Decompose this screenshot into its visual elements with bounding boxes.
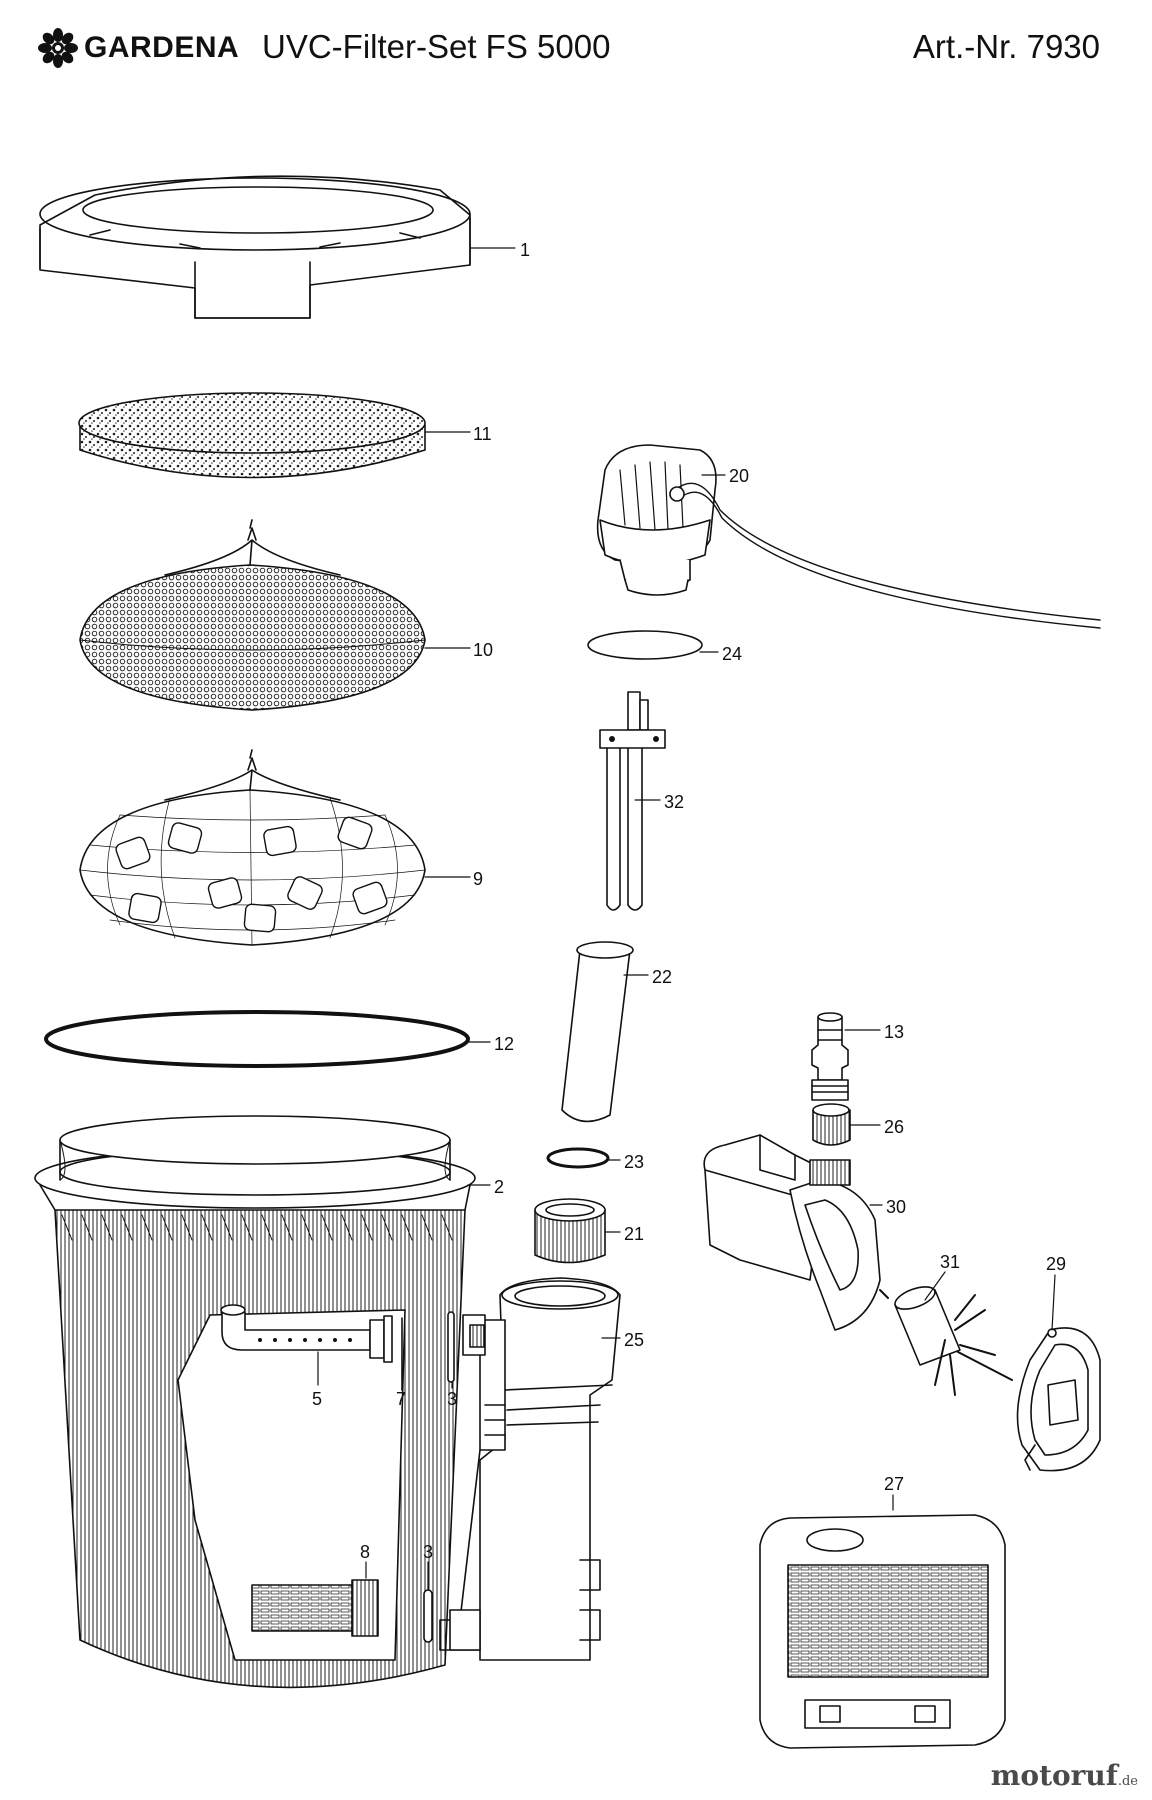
callout-8: 8 [360, 1542, 370, 1562]
part-21-union-nut [534, 1198, 606, 1264]
gardena-flower-icon [38, 28, 78, 68]
part-23-small-o-ring [546, 1147, 610, 1169]
part-5-inlet-pipe [220, 1304, 393, 1363]
product-title: UVC-Filter-Set FS 5000 [262, 28, 611, 65]
callout-5: 5 [312, 1389, 322, 1409]
part-3-seal-lower [423, 1589, 433, 1643]
callout-labels: 1 11 10 9 12 2 5 7 3 8 3 20 24 32 22 23 … [312, 240, 1066, 1562]
callout-1: 1 [520, 240, 530, 260]
callout-3-lower: 3 [423, 1542, 433, 1562]
part-1-lid-ring [39, 175, 471, 319]
page-header: GARDENA UVC-Filter-Set FS 5000 Art.-Nr. … [0, 0, 1152, 100]
callout-32: 32 [664, 792, 684, 812]
brand-name: GARDENA [84, 31, 240, 64]
callout-13: 13 [884, 1022, 904, 1042]
callout-22: 22 [652, 967, 672, 987]
callout-27: 27 [884, 1474, 904, 1494]
part-10-filter-net [79, 519, 426, 711]
callout-11: 11 [473, 424, 492, 444]
part-24-o-ring [587, 630, 703, 660]
callout-21: 21 [624, 1224, 644, 1244]
part-8-strainer [251, 1579, 379, 1637]
part-25-uv-housing [439, 1277, 621, 1661]
callout-9: 9 [473, 869, 483, 889]
callout-10: 10 [473, 640, 493, 660]
part-31-impeller [879, 1286, 1013, 1396]
watermark-suffix: .de [1117, 1774, 1138, 1789]
callout-20: 20 [729, 466, 749, 486]
part-12-large-gasket [44, 1010, 470, 1068]
callout-3-upper: 3 [447, 1389, 457, 1409]
part-27-pre-filter-box [759, 1514, 1006, 1749]
part-32-uv-lamp [599, 691, 666, 911]
article-number: Art.-Nr. 7930 [912, 28, 1100, 65]
watermark: motoruf.de [991, 1759, 1138, 1792]
callout-2: 2 [494, 1177, 504, 1197]
part-9-bio-media-net [79, 749, 426, 946]
callout-leaders [317, 247, 1056, 1591]
callout-24: 24 [722, 644, 742, 664]
part-29-pump-cover [1016, 1327, 1101, 1472]
callout-31: 31 [940, 1252, 960, 1272]
part-20-uv-lamp-head [596, 444, 1101, 629]
callout-12: 12 [494, 1034, 514, 1054]
gardena-logo: GARDENA [38, 28, 239, 68]
callout-30: 30 [886, 1197, 906, 1217]
callout-7: 7 [396, 1389, 406, 1409]
callout-25: 25 [624, 1330, 644, 1350]
callout-29: 29 [1046, 1254, 1066, 1274]
part-30-pump-housing [703, 1134, 881, 1331]
callout-26: 26 [884, 1117, 904, 1137]
part-13-hose-connector [811, 1012, 849, 1101]
part-26-adapter [812, 1103, 851, 1146]
watermark-text: motoruf [990, 1759, 1118, 1792]
part-3-seal-upper [447, 1311, 455, 1383]
part-11-foam-pad [78, 392, 426, 479]
callout-23: 23 [624, 1152, 644, 1172]
part-22-quartz-tube [561, 941, 634, 1123]
